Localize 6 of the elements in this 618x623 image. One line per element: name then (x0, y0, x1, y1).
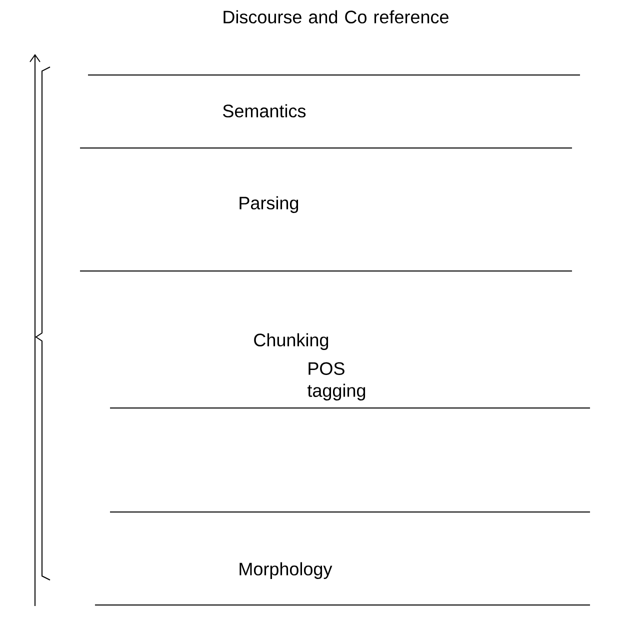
layer-label: POS tagging (307, 362, 366, 400)
layer-label: Parsing (240, 196, 298, 213)
layer-label: Chunking (254, 333, 328, 350)
layer-label: Discourse and Co reference (224, 10, 448, 24)
layer-label: Semantics (223, 104, 306, 118)
layer-label: Morphology (240, 562, 332, 579)
